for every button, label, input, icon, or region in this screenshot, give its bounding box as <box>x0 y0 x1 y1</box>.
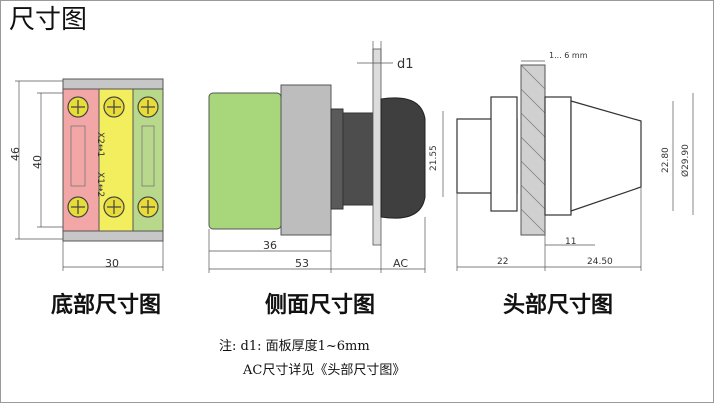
contact-label-upper: X2↔1 <box>95 132 105 158</box>
caption-head-view: 头部尺寸图 <box>503 293 614 318</box>
dim-side-total: 53 <box>295 257 309 270</box>
dim-head-dia: Ø29.90 <box>681 144 691 177</box>
bottom-view <box>15 78 164 271</box>
selector-knob <box>570 100 642 212</box>
dim-head-front: 24.50 <box>587 257 613 267</box>
dim-bottom-inner: 40 <box>31 155 44 169</box>
panel-section <box>372 48 382 246</box>
dim-head-panel: 1... 6 mm <box>549 51 588 60</box>
dim-head-back: 22 <box>497 257 509 267</box>
dim-bottom-outer: 46 <box>9 147 22 161</box>
bezel <box>544 96 572 216</box>
contact-label-lower: X1↔2 <box>95 172 105 198</box>
dim-bottom-width: 30 <box>105 257 119 270</box>
top-clip <box>62 78 164 90</box>
dim-head-right: 22.80 <box>661 147 671 173</box>
mounting-base <box>280 84 332 236</box>
bottom-clip <box>62 230 164 242</box>
mount-flange <box>490 96 518 212</box>
dim-head-left: 21.55 <box>429 145 439 171</box>
contact-body <box>208 92 282 230</box>
side-view <box>208 41 426 273</box>
caption-side-view: 侧面尺寸图 <box>265 293 376 318</box>
dim-side-body: 36 <box>263 239 277 252</box>
caption-bottom-view: 底部尺寸图 <box>51 293 162 318</box>
operator-head <box>380 97 426 219</box>
page-title: 尺寸图 <box>9 5 88 35</box>
panel-hatch <box>520 64 546 236</box>
head-view <box>442 60 694 271</box>
threaded-neck <box>330 108 344 210</box>
note-ac-reference: AC尺寸详见《头部尺寸图》 <box>243 363 406 378</box>
dim-head-collar: 11 <box>565 237 577 247</box>
locking-nut <box>342 112 374 206</box>
dim-side-ac: AC <box>393 257 409 270</box>
note-panel-thickness: 注: d1: 面板厚度1~6mm <box>219 339 370 354</box>
dim-side-d1: d1 <box>397 57 414 72</box>
